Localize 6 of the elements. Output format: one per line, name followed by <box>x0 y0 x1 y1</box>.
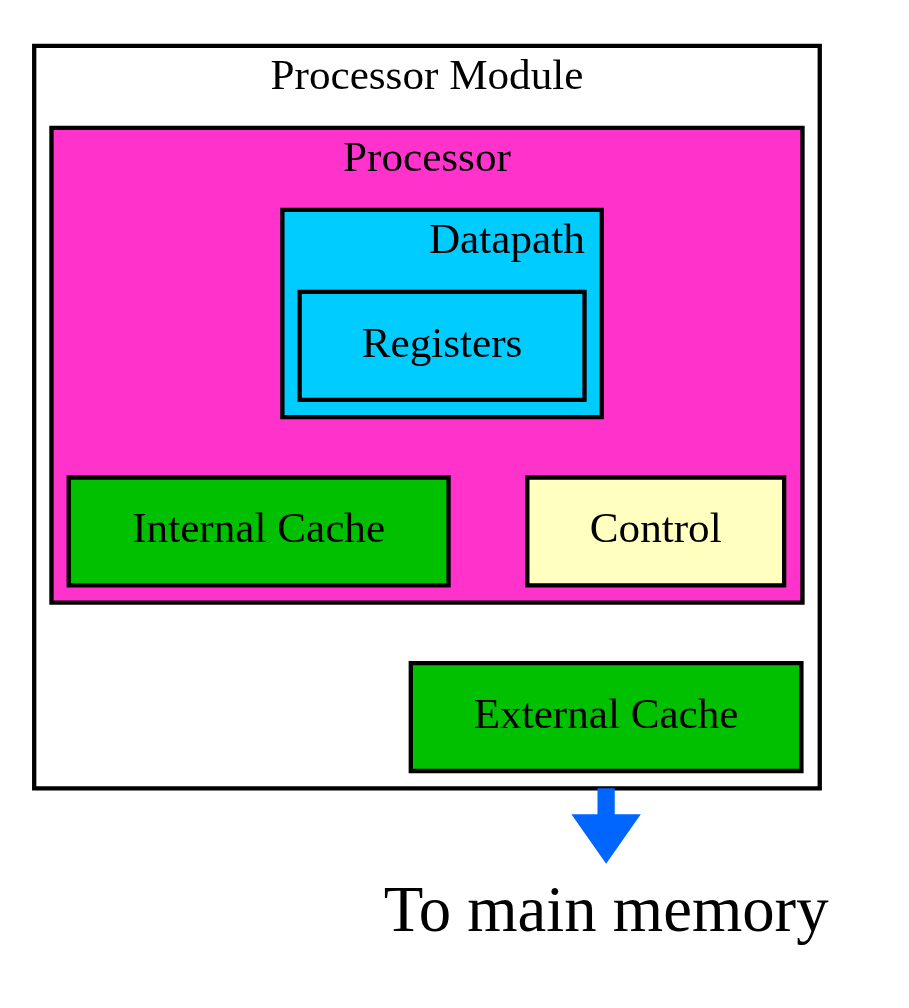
node-box: Registers <box>297 289 587 402</box>
node-box: Control <box>525 474 787 588</box>
node-box: External Cache <box>408 660 804 773</box>
node-box: Internal Cache <box>66 474 451 588</box>
node-text: To main memory <box>383 872 829 945</box>
arrow <box>571 787 641 864</box>
